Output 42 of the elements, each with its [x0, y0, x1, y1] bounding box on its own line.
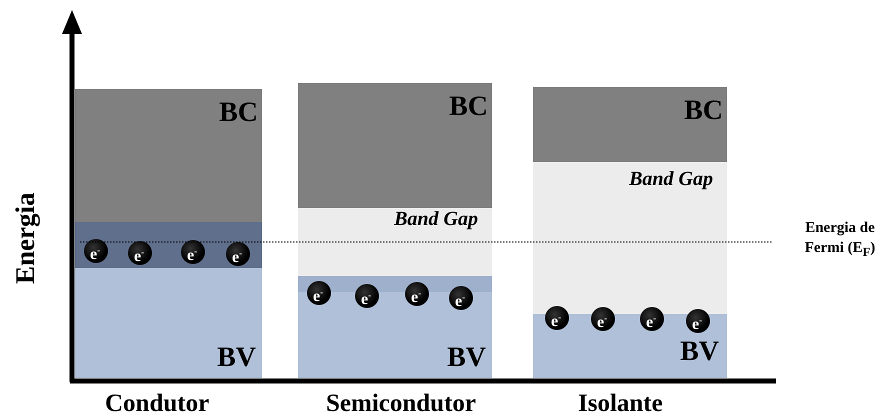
electron	[181, 240, 205, 264]
electron-symbol: e$^{-}$	[551, 311, 562, 330]
electron	[307, 281, 331, 305]
band-label: BC	[449, 91, 488, 123]
band-overlap-region	[75, 222, 262, 268]
fermi-level-label: Energia de Fermi (E$_{F}$)	[804, 219, 876, 261]
electron	[405, 282, 429, 306]
column-label: Condutor	[105, 390, 210, 416]
energy-band	[75, 268, 262, 378]
band-label: BV	[447, 342, 486, 374]
electron-symbol: e$^{-}$	[187, 245, 198, 264]
energy-band	[75, 89, 262, 222]
electron	[449, 286, 473, 310]
band-gap-region	[298, 208, 492, 276]
electron-symbol: e$^{-}$	[646, 312, 656, 331]
electron-symbol: e$^{-}$	[455, 291, 466, 310]
column-label: Isolante	[578, 390, 663, 416]
electron-symbol: e$^{-}$	[90, 244, 100, 263]
energy-band	[533, 87, 727, 162]
electron	[226, 242, 250, 266]
energy-band	[298, 83, 492, 208]
band-gap-label: Band Gap	[629, 168, 713, 191]
electron-symbol: e$^{-}$	[313, 286, 324, 305]
electron	[84, 239, 108, 263]
electron-symbol: e$^{-}$	[361, 289, 372, 308]
energy-band	[298, 276, 492, 378]
electron	[355, 284, 379, 308]
axis-title: Energia	[10, 192, 41, 284]
electron-symbol: e$^{-}$	[134, 246, 144, 265]
energy-band	[533, 314, 727, 378]
electron-symbol: e$^{-}$	[232, 247, 242, 266]
electron-symbol: e$^{-}$	[597, 312, 608, 331]
electron-symbol: e$^{-}$	[692, 314, 702, 333]
electron-symbol: e$^{-}$	[411, 287, 422, 306]
electron	[128, 241, 152, 265]
band-gap-region	[533, 162, 727, 314]
band-gap-label: Band Gap	[394, 208, 478, 231]
band-label: BV	[217, 342, 256, 374]
band-label: BV	[680, 336, 719, 368]
band-label: BC	[219, 97, 258, 129]
band-label: BC	[684, 95, 723, 127]
column-label: Semicondutor	[326, 390, 476, 416]
